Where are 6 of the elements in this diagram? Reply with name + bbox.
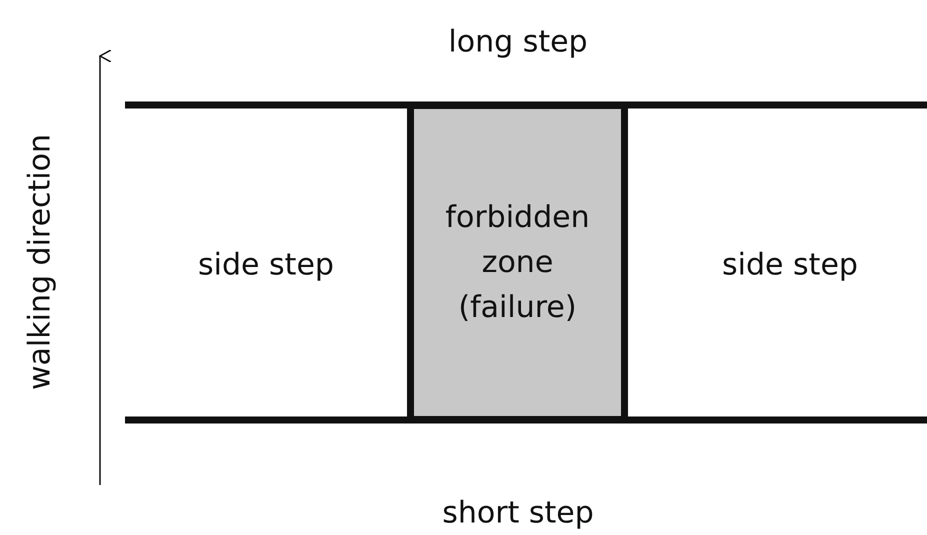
region-label: side step: [198, 248, 334, 282]
region-label: side step: [722, 248, 858, 282]
step-label: long step: [448, 24, 588, 60]
step-label: short step: [442, 496, 594, 530]
axis-label: walking direction: [22, 134, 58, 390]
zone-label: forbidden zone (failure): [444, 199, 591, 327]
